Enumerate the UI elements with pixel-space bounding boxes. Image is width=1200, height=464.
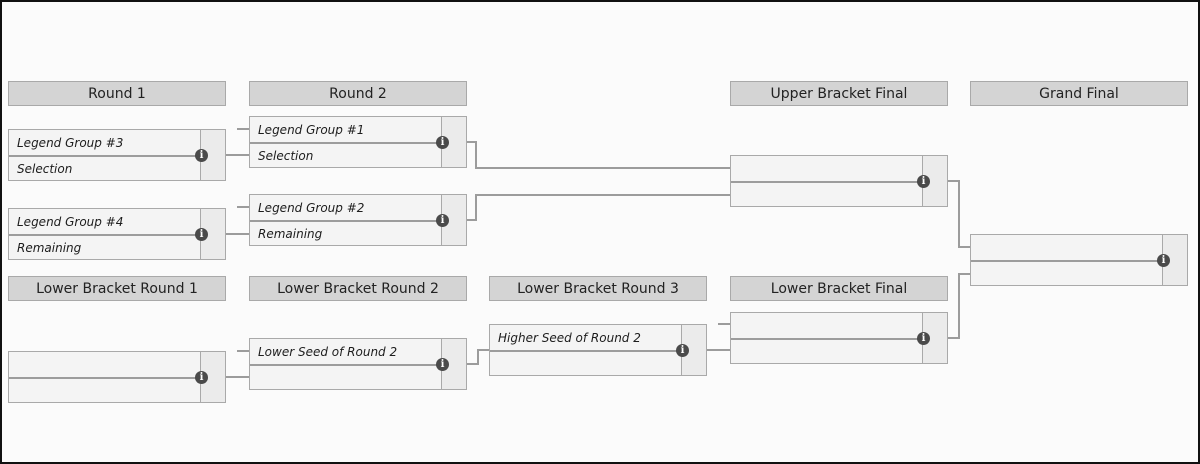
connector-r2m1-to-uf — [466, 141, 730, 169]
round-2-header: Round 2 — [249, 81, 467, 106]
match-slot-top[interactable]: Legend Group #4 — [17, 214, 124, 229]
info-icon[interactable]: i — [917, 175, 930, 188]
info-icon[interactable]: i — [436, 136, 449, 149]
match-slot-top[interactable] — [731, 313, 923, 338]
match-upper-bracket-final[interactable]: i — [730, 155, 948, 207]
match-round1-1[interactable]: Legend Group #3 Selection i — [8, 129, 226, 181]
match-slot-bottom[interactable] — [971, 261, 1163, 286]
match-slot-bottom[interactable] — [250, 365, 442, 390]
match-divider — [9, 155, 225, 157]
connector-r2m2-to-uf — [466, 194, 730, 221]
match-slot-top[interactable] — [9, 352, 201, 377]
info-icon[interactable]: i — [676, 344, 689, 357]
match-slot-bottom[interactable] — [731, 182, 923, 207]
match-slot-bottom[interactable]: Selection — [258, 148, 314, 163]
match-lower-round2[interactable]: Lower Seed of Round 2 i — [249, 338, 467, 390]
match-lower-round1[interactable]: i — [8, 351, 226, 403]
match-divider — [250, 364, 466, 366]
match-divider — [9, 377, 225, 379]
match-slot-top[interactable] — [731, 156, 923, 181]
round-1-header: Round 1 — [8, 81, 226, 106]
match-slot-bottom[interactable]: Selection — [17, 161, 73, 176]
match-slot-top[interactable]: Legend Group #3 — [17, 135, 124, 150]
match-divider — [250, 142, 466, 144]
match-divider — [971, 260, 1187, 262]
grand-final-header: Grand Final — [970, 81, 1188, 106]
match-round2-1[interactable]: Legend Group #1 Selection i — [249, 116, 467, 168]
info-icon[interactable]: i — [1157, 254, 1170, 267]
info-icon[interactable]: i — [917, 332, 930, 345]
connector-lr2-to-lr3 — [466, 349, 490, 365]
match-slot-bottom[interactable] — [9, 378, 201, 403]
match-slot-bottom[interactable] — [490, 351, 682, 376]
match-divider — [9, 234, 225, 236]
upper-bracket-final-header: Upper Bracket Final — [730, 81, 948, 106]
match-slot-top[interactable] — [971, 235, 1163, 260]
info-icon[interactable]: i — [195, 228, 208, 241]
match-round1-2[interactable]: Legend Group #4 Remaining i — [8, 208, 226, 260]
match-slot-top[interactable]: Legend Group #1 — [258, 122, 365, 137]
match-divider — [731, 181, 947, 183]
info-icon[interactable]: i — [436, 358, 449, 371]
lower-bracket-round-3-header: Lower Bracket Round 3 — [489, 276, 707, 301]
info-icon[interactable]: i — [195, 371, 208, 384]
match-grand-final[interactable]: i — [970, 234, 1188, 286]
lower-bracket-round-1-header: Lower Bracket Round 1 — [8, 276, 226, 301]
lower-bracket-final-header: Lower Bracket Final — [730, 276, 948, 301]
match-divider — [731, 338, 947, 340]
match-divider — [250, 220, 466, 222]
info-icon[interactable]: i — [195, 149, 208, 162]
match-slot-bottom[interactable]: Remaining — [17, 240, 82, 255]
connector-uf-to-gf — [947, 180, 970, 248]
match-divider — [490, 350, 706, 352]
connector-lf-to-gf — [947, 273, 970, 339]
match-lower-bracket-final[interactable]: i — [730, 312, 948, 364]
match-round2-2[interactable]: Legend Group #2 Remaining i — [249, 194, 467, 246]
match-slot-top[interactable]: Higher Seed of Round 2 — [498, 330, 641, 345]
match-slot-bottom[interactable] — [731, 339, 923, 364]
match-slot-bottom[interactable]: Remaining — [258, 226, 323, 241]
match-lower-round3[interactable]: Higher Seed of Round 2 i — [489, 324, 707, 376]
info-icon[interactable]: i — [436, 214, 449, 227]
lower-bracket-round-2-header: Lower Bracket Round 2 — [249, 276, 467, 301]
match-slot-top[interactable]: Legend Group #2 — [258, 200, 365, 215]
match-slot-top[interactable]: Lower Seed of Round 2 — [258, 344, 398, 359]
